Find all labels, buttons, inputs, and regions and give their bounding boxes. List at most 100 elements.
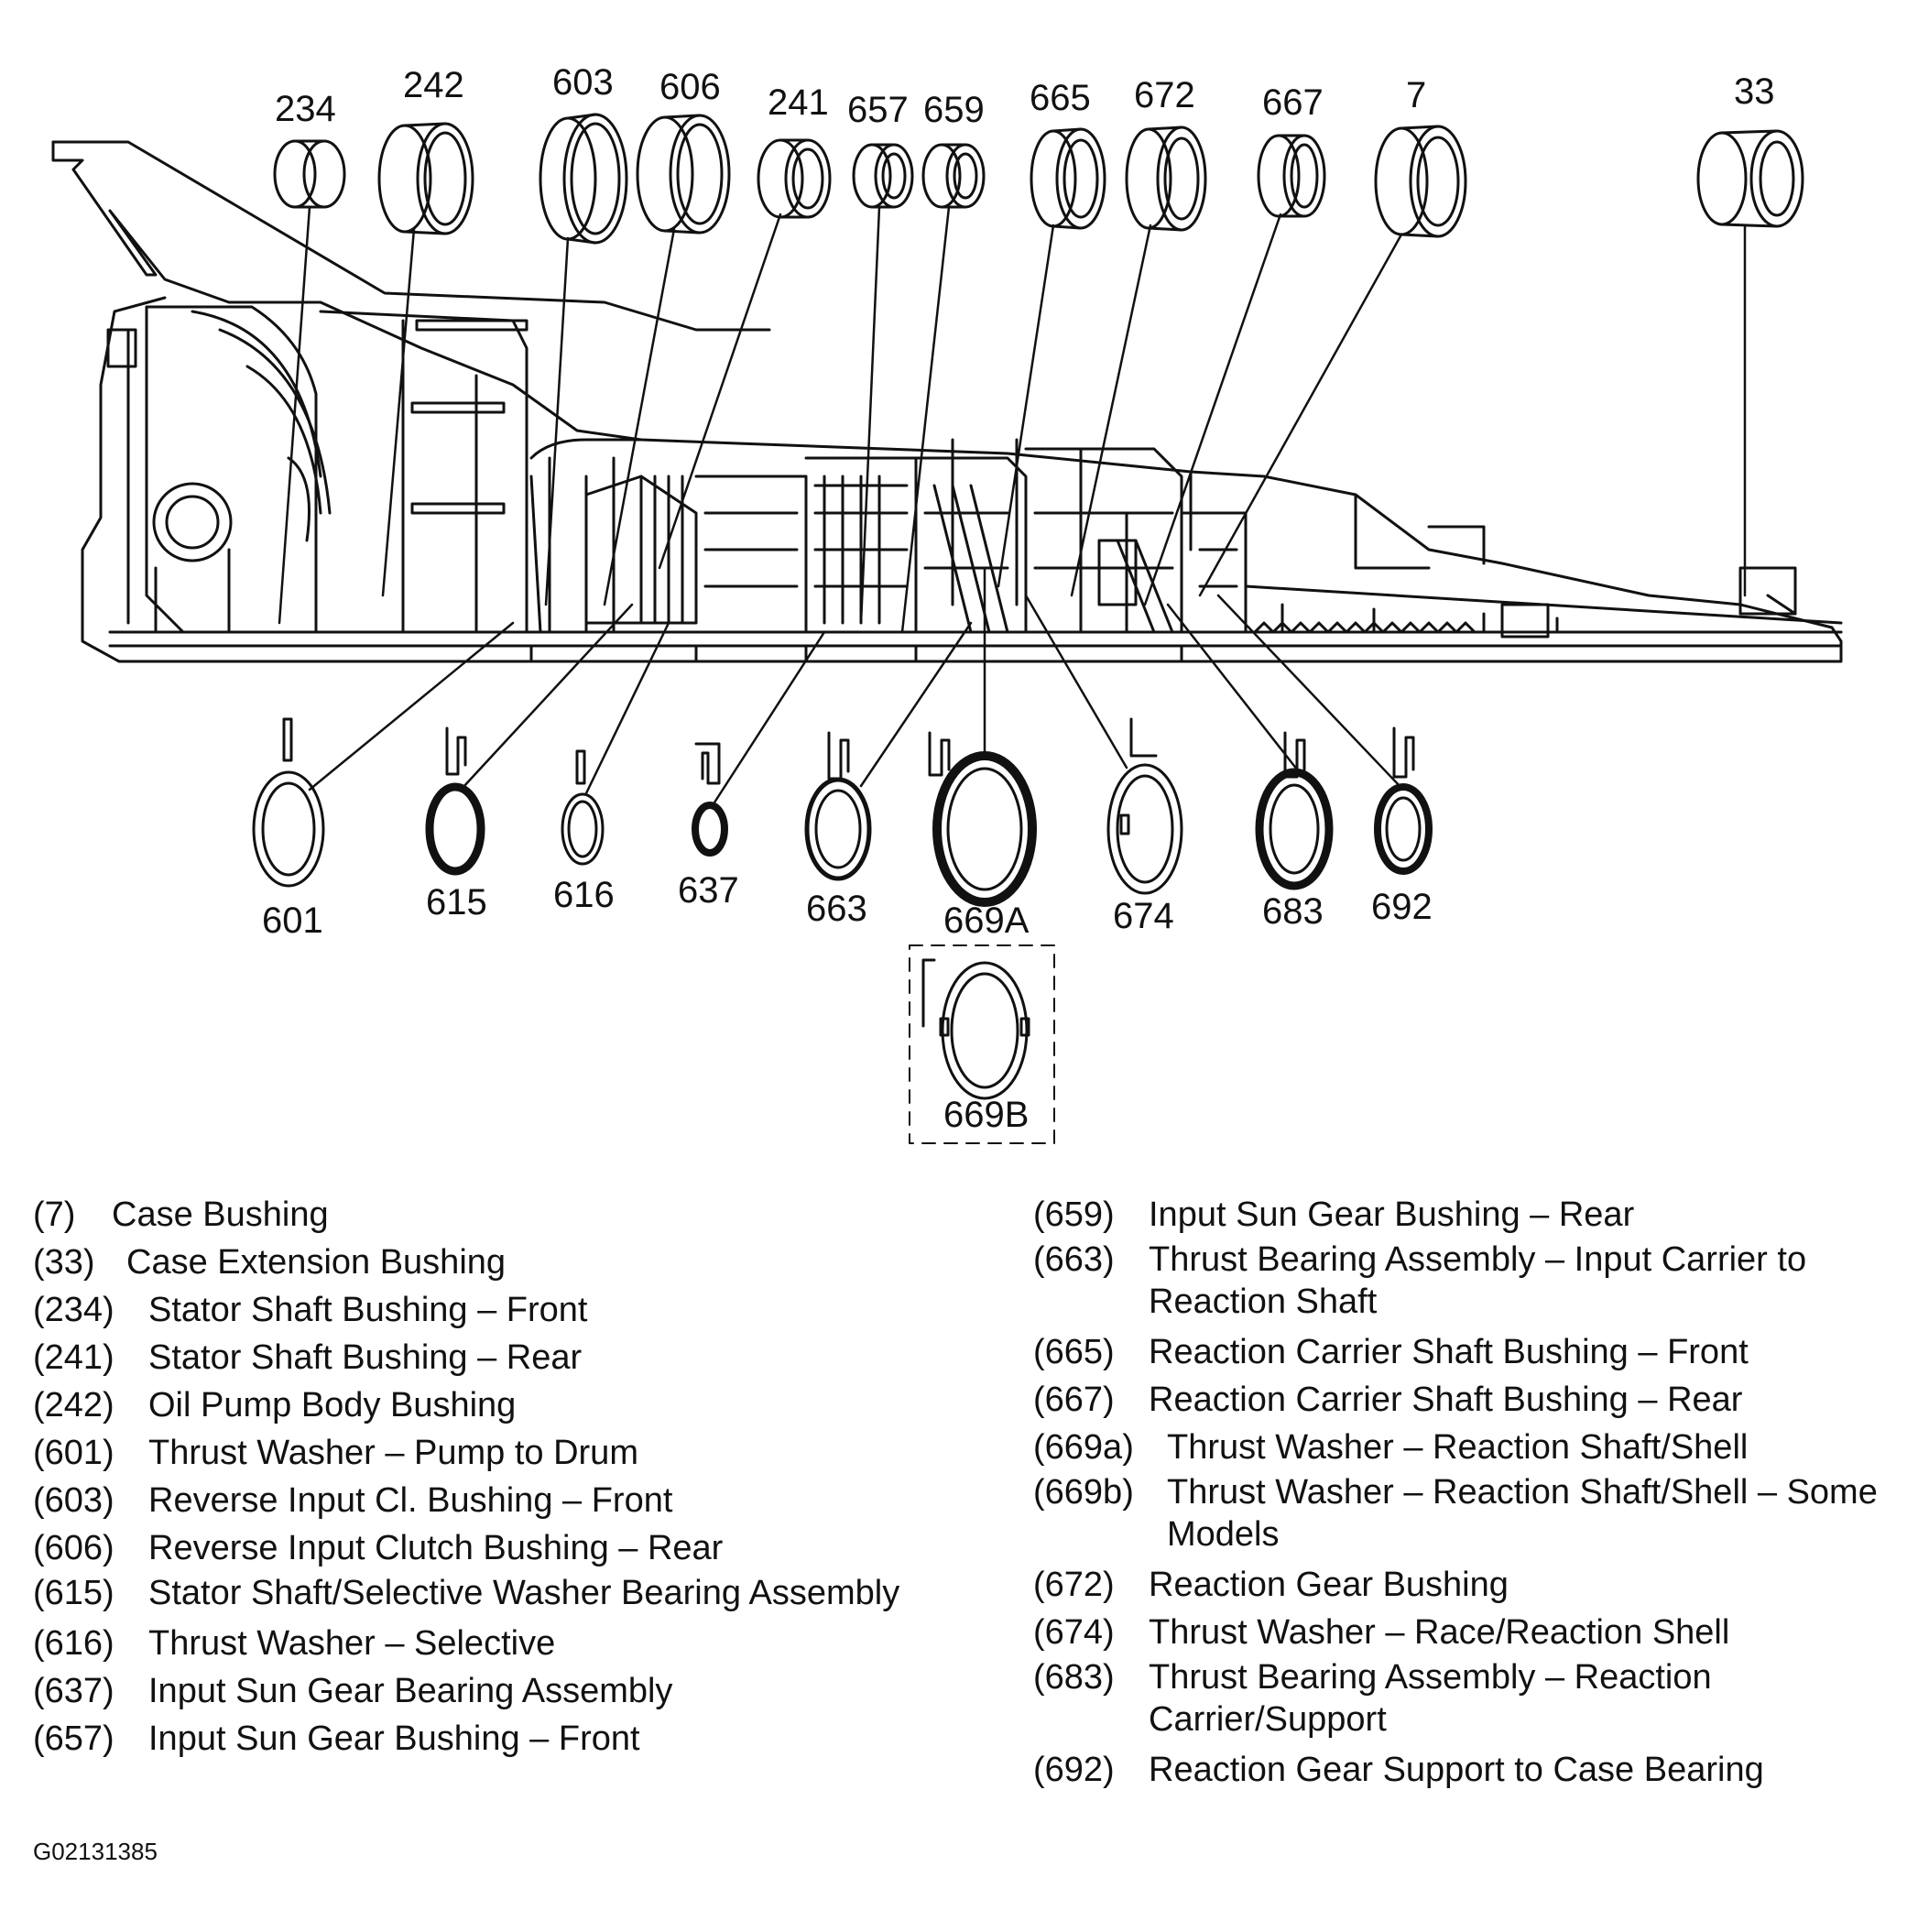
legend-number: (665) — [1033, 1333, 1115, 1371]
legend-number: (616) — [33, 1624, 114, 1663]
legend-item: (637) Input Sun Gear Bearing Assembly — [33, 1667, 1004, 1715]
legend-description: Oil Pump Body Bushing — [148, 1386, 517, 1424]
bushing-603 — [539, 113, 628, 245]
bushing-241 — [757, 138, 832, 219]
legend-number: (674) — [1033, 1613, 1115, 1652]
inset-669B — [909, 944, 1055, 1144]
bearing-663 — [804, 731, 872, 881]
leader-lines — [278, 205, 1747, 804]
bushing-672 — [1125, 126, 1207, 232]
bushing-7 — [1374, 125, 1467, 238]
legend-number: (637) — [33, 1672, 114, 1710]
legend-item: (615) Stator Shaft/Selective Washer Bear… — [33, 1572, 1004, 1614]
legend-number: (667) — [1033, 1381, 1115, 1419]
legend-item: (241) Stator Shaft Bushing – Rear — [33, 1334, 1004, 1381]
transmission-housing — [51, 140, 1843, 663]
legend-item: (674) Thrust Washer – Race/Reaction Shel… — [1033, 1609, 1885, 1656]
bottom-part-labels: 601 615 616 637 663 669A 674 683 692 669… — [262, 870, 1433, 1135]
legend-description: Case Extension Bushing — [126, 1243, 507, 1282]
legend-description: Reaction Carrier Shaft Bushing – Rear — [1149, 1381, 1743, 1419]
legend-number: (234) — [33, 1291, 114, 1329]
washer-674 — [1106, 717, 1183, 895]
label-663: 663 — [806, 889, 867, 929]
top-part-labels: 234 242 603 606 241 657 659 665 672 667 … — [275, 62, 1775, 130]
legend-right-column: (659) Input Sun Gear Bushing – Rear (663… — [1033, 1191, 1885, 1794]
legend-description: Case Bushing — [112, 1195, 329, 1234]
bearing-683 — [1255, 731, 1334, 890]
bushing-657 — [852, 143, 914, 209]
label-683: 683 — [1262, 891, 1324, 932]
legend-number: (672) — [1033, 1566, 1115, 1604]
bearing-637 — [692, 742, 728, 857]
label-672: 672 — [1134, 75, 1195, 115]
label-7: 7 — [1406, 75, 1426, 115]
legend-description: Stator Shaft/Selective Washer Bearing As… — [148, 1574, 900, 1612]
legend-item: (601) Thrust Washer – Pump to Drum — [33, 1429, 1004, 1477]
legend-item: (657) Input Sun Gear Bushing – Front — [33, 1715, 1004, 1763]
washer-601 — [252, 717, 325, 888]
label-33: 33 — [1734, 71, 1775, 112]
label-669A: 669A — [943, 901, 1030, 941]
legend-description: Thrust Bearing Assembly – Reaction Carri… — [1149, 1658, 1712, 1739]
legend-number: (657) — [33, 1719, 114, 1758]
legend-number: (692) — [1033, 1751, 1115, 1789]
legend-description: Stator Shaft Bushing – Front — [148, 1291, 588, 1329]
label-659: 659 — [923, 90, 985, 130]
label-606: 606 — [659, 67, 721, 107]
planetary-gearsets — [914, 447, 1183, 634]
label-241: 241 — [768, 82, 829, 123]
label-674: 674 — [1113, 896, 1174, 936]
legend-item: (606) Reverse Input Clutch Bushing – Rea… — [33, 1524, 1004, 1572]
legend-description: Reaction Gear Bushing — [1149, 1566, 1509, 1604]
legend-item: (7) Case Bushing — [33, 1191, 1004, 1239]
legend-number: (659) — [1033, 1195, 1115, 1234]
legend-item: (603) Reverse Input Cl. Bushing – Front — [33, 1477, 1004, 1524]
legend-item: (692) Reaction Gear Support to Case Bear… — [1033, 1746, 1885, 1794]
legend-item: (659) Input Sun Gear Bushing – Rear — [1033, 1191, 1885, 1239]
legend-description: Input Sun Gear Bushing – Front — [148, 1719, 640, 1758]
legend-description: Reaction Carrier Shaft Bushing – Front — [1149, 1333, 1749, 1371]
legend-description: Input Sun Gear Bearing Assembly — [148, 1672, 673, 1710]
label-616: 616 — [553, 875, 615, 915]
pump-assembly — [106, 305, 332, 634]
legend-item: (663) Thrust Bearing Assembly – Input Ca… — [1033, 1239, 1885, 1323]
legend-description: Reaction Gear Support to Case Bearing — [1149, 1751, 1764, 1789]
label-615: 615 — [426, 882, 487, 922]
label-657: 657 — [847, 90, 909, 130]
reverse-input-clutch — [319, 310, 643, 634]
bushing-234 — [273, 139, 346, 209]
legend-number: (606) — [33, 1529, 114, 1567]
legend-number: (241) — [33, 1338, 114, 1377]
legend-item: (242) Oil Pump Body Bushing — [33, 1381, 1004, 1429]
legend-item: (669a) Thrust Washer – Reaction Shaft/Sh… — [1033, 1424, 1885, 1471]
legend-description: Reverse Input Clutch Bushing – Rear — [148, 1529, 724, 1567]
bearing-692 — [1374, 726, 1433, 875]
legend-item: (616) Thrust Washer – Selective — [33, 1620, 1004, 1667]
legend-description: Thrust Washer – Pump to Drum — [148, 1434, 638, 1472]
transmission-cutaway-diagram: 234 242 603 606 241 657 659 665 672 667 … — [51, 62, 1843, 1144]
legend-description: Thrust Washer – Race/Reaction Shell — [1149, 1613, 1730, 1652]
legend-number: (601) — [33, 1434, 114, 1472]
bushing-667 — [1257, 134, 1326, 218]
legend-number: (7) — [33, 1195, 76, 1234]
bushing-242 — [377, 122, 474, 235]
bushing-606 — [636, 114, 731, 235]
legend-item: (669b) Thrust Washer – Reaction Shaft/Sh… — [1033, 1471, 1885, 1555]
legend-item: (234) Stator Shaft Bushing – Front — [33, 1286, 1004, 1334]
legend-number: (669a) — [1033, 1428, 1134, 1467]
label-692: 692 — [1371, 887, 1433, 927]
legend-description: Reverse Input Cl. Bushing – Front — [148, 1481, 673, 1520]
legend-number: (663) — [1033, 1240, 1115, 1279]
legend-item: (665) Reaction Carrier Shaft Bushing – F… — [1033, 1328, 1885, 1376]
legend-number: (242) — [33, 1386, 114, 1424]
label-601: 601 — [262, 901, 323, 941]
legend-description: Thrust Bearing Assembly – Input Carrier … — [1149, 1240, 1807, 1321]
label-669B: 669B — [943, 1095, 1029, 1135]
legend-left-column: (7) Case Bushing (33) Case Extension Bus… — [33, 1191, 1004, 1763]
bushing-665 — [1030, 127, 1106, 230]
label-603: 603 — [552, 62, 614, 103]
legend-number: (33) — [33, 1243, 95, 1282]
legend-description: Thrust Washer – Reaction Shaft/Shell — [1167, 1428, 1749, 1467]
legend-item: (683) Thrust Bearing Assembly – Reaction… — [1033, 1656, 1885, 1741]
legend-item: (33) Case Extension Bushing — [33, 1239, 1004, 1286]
